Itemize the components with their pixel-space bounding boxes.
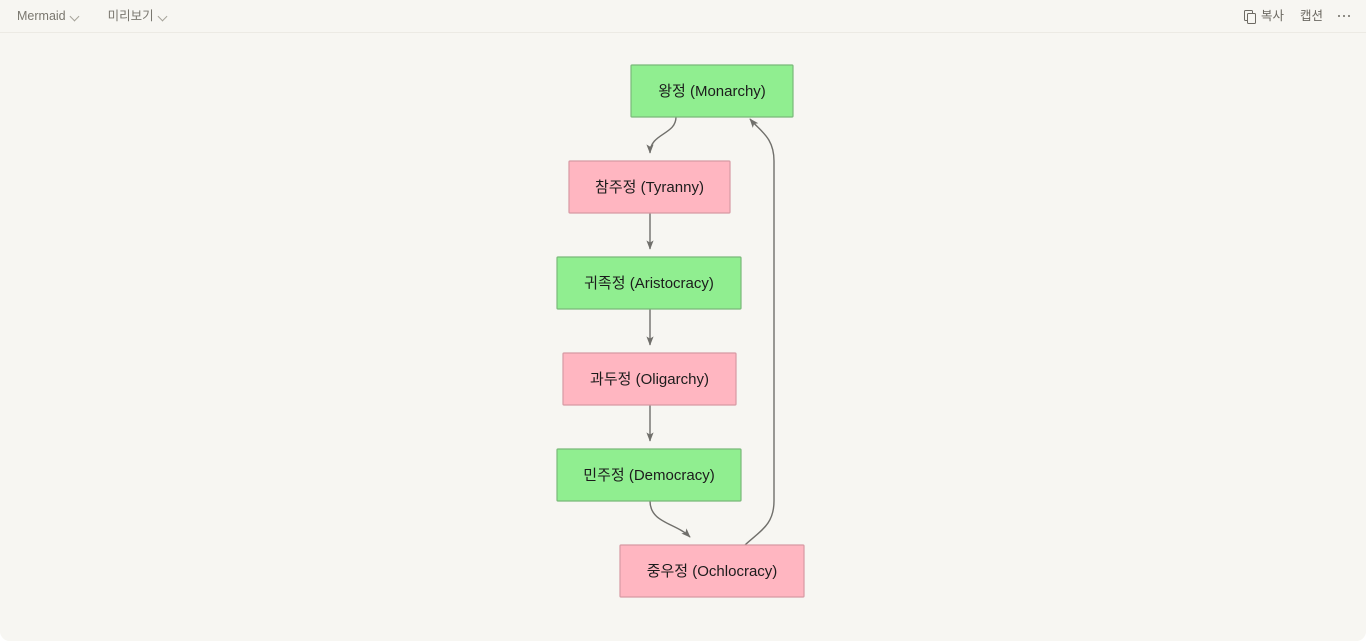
- edge-layer: [646, 116, 775, 546]
- copy-icon: [1243, 9, 1257, 24]
- node-ochlocracy-label: 중우정 (Ochlocracy): [647, 563, 778, 580]
- edge-ochlocracy-to-monarchy: [744, 118, 775, 546]
- node-democracy-label: 민주정 (Democracy): [583, 467, 714, 484]
- ellipsis-icon-dot: [1342, 14, 1346, 18]
- view-mode-menu-label: 미리보기: [107, 8, 154, 23]
- diagram-canvas[interactable]: 왕정 (Monarchy) 참주정 (Tyranny) 귀족정 (Aristoc…: [0, 33, 1366, 641]
- copy-button-label: 복사: [1260, 8, 1284, 23]
- node-aristocracy[interactable]: 귀족정 (Aristocracy): [556, 256, 742, 310]
- chevron-down-icon: [159, 12, 168, 21]
- language-menu-button[interactable]: Mermaid: [12, 7, 85, 26]
- node-tyranny[interactable]: 참주정 (Tyranny): [568, 160, 731, 214]
- language-menu-label: Mermaid: [17, 8, 66, 23]
- edge-democracy-to-ochlocracy: [649, 500, 691, 538]
- node-monarchy-box: [630, 64, 794, 118]
- node-democracy[interactable]: 민주정 (Democracy): [556, 448, 742, 502]
- node-ochlocracy-box: [619, 544, 805, 598]
- node-oligarchy[interactable]: 과두정 (Oligarchy): [562, 352, 737, 406]
- edge-monarchy-to-tyranny: [646, 116, 677, 154]
- node-monarchy-label: 왕정 (Monarchy): [658, 83, 766, 100]
- chevron-down-icon: [71, 12, 80, 21]
- node-monarchy[interactable]: 왕정 (Monarchy): [630, 64, 794, 118]
- node-aristocracy-box: [556, 256, 742, 310]
- node-democracy-box: [556, 448, 742, 502]
- toolbar-left-group: Mermaid 미리보기: [12, 7, 173, 26]
- node-layer: 왕정 (Monarchy) 참주정 (Tyranny) 귀족정 (Aristoc…: [556, 64, 805, 598]
- caption-button-label: 캡션: [1299, 8, 1323, 23]
- toolbar-right-group: 복사 캡션: [1237, 5, 1356, 27]
- node-ochlocracy[interactable]: 중우정 (Ochlocracy): [619, 544, 805, 598]
- node-oligarchy-label: 과두정 (Oligarchy): [590, 371, 709, 388]
- ellipsis-icon-dot: [1347, 14, 1351, 18]
- flowchart-svg: 왕정 (Monarchy) 참주정 (Tyranny) 귀족정 (Aristoc…: [556, 64, 805, 598]
- copy-button[interactable]: 복사: [1237, 5, 1291, 27]
- node-oligarchy-box: [562, 352, 737, 406]
- ellipsis-icon-dot: [1337, 14, 1341, 18]
- more-options-button[interactable]: [1332, 5, 1356, 27]
- view-mode-menu-button[interactable]: 미리보기: [103, 7, 173, 26]
- node-tyranny-label: 참주정 (Tyranny): [595, 179, 704, 196]
- caption-button[interactable]: 캡션: [1293, 5, 1330, 27]
- toolbar: Mermaid 미리보기 복사 캡션: [0, 0, 1366, 33]
- node-tyranny-box: [568, 160, 731, 214]
- node-aristocracy-label: 귀족정 (Aristocracy): [584, 275, 714, 292]
